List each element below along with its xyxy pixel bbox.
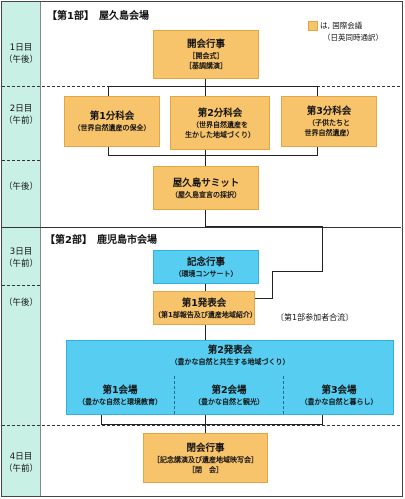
- venue-2-box: 第2会場 （豊かな自然と観光）: [194, 384, 264, 406]
- participants-join-note: 〔第1部参加者合流〕: [276, 313, 354, 322]
- connector: [108, 86, 109, 96]
- venue-3-box: 第3会場 （豊かな自然と暮らし）: [300, 384, 378, 406]
- connector: [205, 325, 206, 340]
- connector: [205, 78, 206, 96]
- connector: [205, 284, 206, 291]
- day-2-morning-label: 2日目（午前）: [3, 104, 38, 126]
- separator: [2, 160, 40, 161]
- connector: [108, 155, 318, 156]
- connector: [322, 415, 323, 424]
- connector: [322, 226, 323, 272]
- part-2-title: 【第2部】 鹿児島市会場: [45, 235, 157, 246]
- connector: [108, 147, 109, 156]
- connector: [205, 150, 206, 166]
- connector: [205, 226, 323, 227]
- connector: [101, 415, 102, 424]
- day-2-afternoon-label: （午後）: [3, 182, 38, 192]
- memorial-event-box: 記念行事 （環境コンサート）: [153, 250, 259, 284]
- subcommittee-1-box: 第1分科会 （世界自然遺産の保全）: [64, 96, 160, 147]
- connector: [101, 424, 323, 425]
- connector: [317, 147, 318, 156]
- yakushima-summit-box: 屋久島サミット （屋久島宣言の採択）: [153, 166, 259, 210]
- part-1-title: 【第1部】 屋久島会場: [47, 11, 149, 22]
- separator: [2, 425, 400, 426]
- connector: [272, 271, 273, 299]
- day-3-morning-label: 3日目（午前）: [3, 247, 38, 269]
- presentation-2-box: 第2発表会 （豊かな自然と共生する地域づくり）: [66, 340, 394, 415]
- legend-text: は, 国際会議: [320, 21, 363, 30]
- connector: [317, 86, 318, 96]
- legend-swatch: [308, 21, 318, 31]
- separator: [2, 285, 40, 286]
- connector: [255, 298, 273, 299]
- connector: [108, 86, 318, 87]
- presentation-1-box: 第1発表会 （第1部報告及び遺産地域紹介）: [153, 291, 257, 325]
- closing-ceremony-box: 閉会行事 ［記念講演及び遺産地域映写会］ ［閉 会］: [143, 433, 268, 483]
- day-column: [2, 2, 41, 496]
- connector: [272, 271, 323, 272]
- opening-ceremony-box: 開会行事 ［開会式］ ［基調講演］: [153, 30, 259, 79]
- subcommittee-2-box: 第2分科会 （世界自然遺産を 生かした地域づくり）: [170, 96, 270, 150]
- venue-1-box: 第1会場 （豊かな自然と環境教育）: [78, 384, 162, 406]
- venue-divider: [283, 376, 284, 414]
- day-1-label: 1日目（午後）: [3, 43, 38, 65]
- day-3-afternoon-label: （午後）: [3, 298, 38, 308]
- subcommittee-3-box: 第3分科会 （子供たちと 世界自然遺産）: [281, 96, 377, 147]
- day-4-label: 4日目（午前）: [3, 452, 38, 474]
- part-separator: [2, 227, 401, 228]
- connector: [205, 210, 206, 226]
- legend-subtext: （日英同時通訳）: [323, 33, 383, 42]
- venue-divider: [174, 376, 175, 414]
